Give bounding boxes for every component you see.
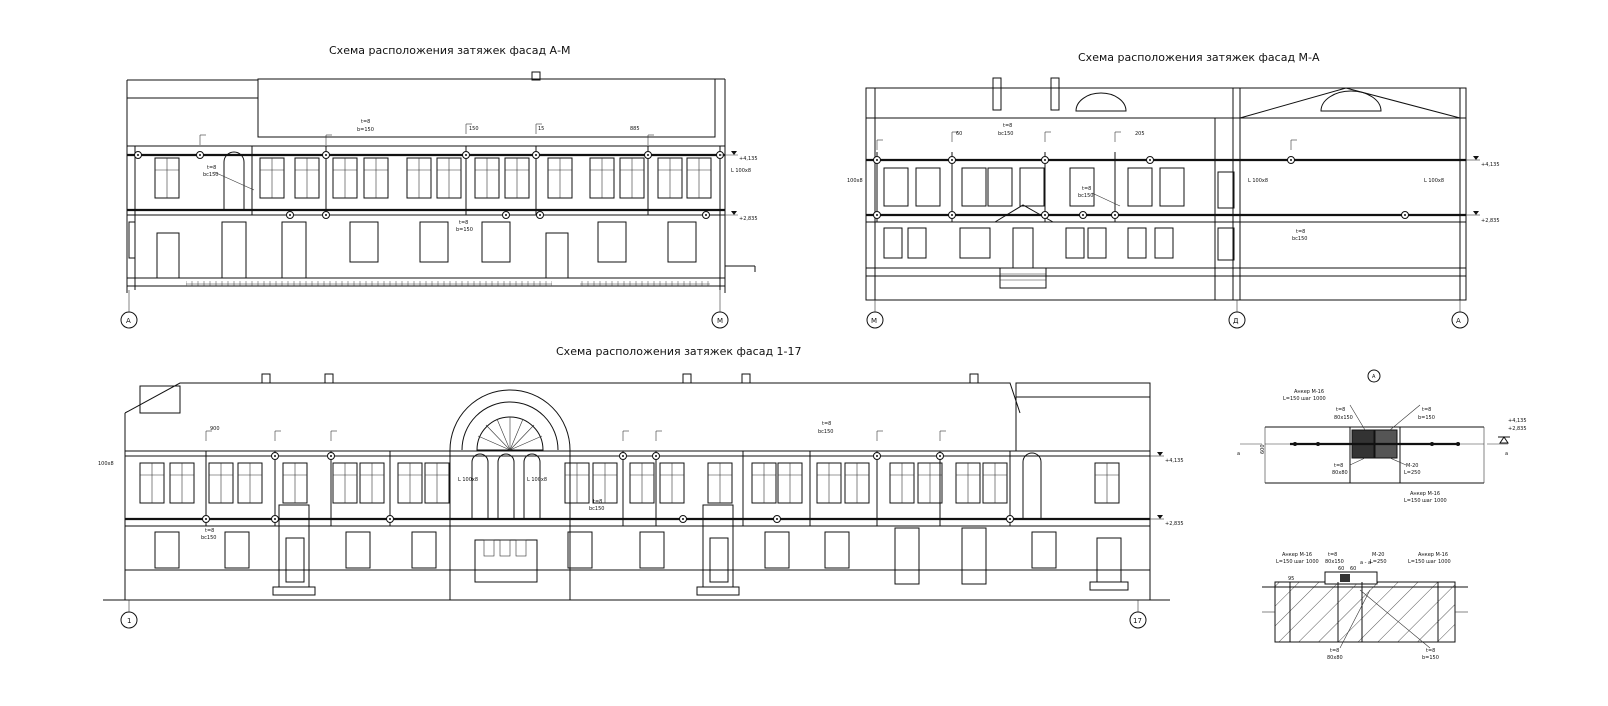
node-a-m20: М-20 (1406, 463, 1418, 469)
f117-axis-right: 17 (1133, 617, 1142, 625)
title-facade-ma: Схема расположения затяжек фасад М-А (1078, 51, 1320, 64)
node-a-t8-bot: t=8 (1334, 463, 1343, 469)
node-a-b150-r: b=150 (1418, 415, 1435, 421)
section-aa-t8: t=8 (1328, 552, 1337, 558)
section-aa-s80b: 80x80 (1327, 655, 1343, 661)
section-aa-d2: 60 (1350, 566, 1356, 572)
am-tag-t8-c: t=8 (459, 220, 468, 226)
am-tag-t8-a: t=8 (361, 119, 370, 125)
f117-level-upper: +4,135 (1165, 458, 1184, 464)
section-aa-l250: L=250 (1370, 559, 1387, 565)
node-a-d2: а (1505, 451, 1508, 457)
am-tag-b-c: b=150 (456, 227, 473, 233)
f117-tag-900: 900 (210, 426, 220, 432)
ma-level-upper: +4,135 (1481, 162, 1500, 168)
ma-tag-b-b: bc150 (1078, 193, 1093, 199)
ma-axis-mid: Д (1233, 317, 1239, 325)
am-tag-l100: L 100x8 (731, 168, 751, 174)
ma-tag-60: 60 (956, 131, 962, 137)
ma-tag-b: bc150 (998, 131, 1013, 137)
am-tag-150: 150 (469, 126, 479, 132)
node-a-s80b: 80x80 (1332, 470, 1348, 476)
section-aa-anchor-l: Анкер М-16 (1282, 552, 1312, 558)
f117-tag-b-a: bc150 (818, 429, 833, 435)
ma-tag-t8: t=8 (1003, 123, 1012, 129)
section-aa-d1: 60 (1338, 566, 1344, 572)
node-a-anchor-bot: Анкер М-16 (1410, 491, 1440, 497)
node-a-l250: L=250 (1404, 470, 1421, 476)
f117-tag-b-b: bc150 (589, 506, 604, 512)
am-tag-b-a: b=150 (357, 127, 374, 133)
section-aa-anchor-r: Анкер М-16 (1418, 552, 1448, 558)
node-a-anchor-bot-sub: L=150 шаг 1000 (1404, 498, 1447, 504)
am-tag-t8-b: t=8 (207, 165, 216, 171)
f117-axis-left: 1 (127, 617, 131, 625)
section-aa-detail: а - а Анкер М-16 L=150 шаг 1000 t=8 80x1… (1262, 552, 1468, 661)
node-a-detail: А а а 600 Анкер М-16 L=150 шаг 1000 t=8 … (1237, 369, 1527, 504)
section-aa-title: а - а (1360, 560, 1371, 566)
am-tag-15: 15 (538, 126, 544, 132)
node-a-s80: 80x150 (1334, 415, 1353, 421)
f117-tag-t8-c: t=8 (205, 528, 214, 534)
section-aa-m20: М-20 (1372, 552, 1384, 558)
section-aa-anchor-r-sub: L=150 шаг 1000 (1408, 559, 1451, 565)
ma-tag-b-c: bc150 (1292, 236, 1307, 242)
f117-tag-l100b: L 100x8 (527, 477, 547, 483)
node-a-anchor-top: Анкер М-16 (1294, 389, 1324, 395)
ma-tag-205: 205 (1135, 131, 1145, 137)
am-axis-left: А (126, 317, 131, 325)
am-tag-885: 885 (630, 126, 640, 132)
node-a-d: а (1237, 451, 1240, 457)
section-aa-s80: 80x150 (1325, 559, 1344, 565)
node-a-title: А (1372, 374, 1376, 380)
ma-tag-t8-b: t=8 (1082, 186, 1091, 192)
f117-tag-l100a: L 100x8 (458, 477, 478, 483)
section-aa-anchor-l-sub: L=150 шаг 1000 (1276, 559, 1319, 565)
f117-tag-100s: 100x8 (98, 461, 114, 467)
facade-ma: t=8 bc150 60 205 L 100x8 L 100x8 100x8 t… (847, 77, 1500, 329)
section-aa-t8c: t=8 (1426, 648, 1435, 654)
ma-tag-l100b: L 100x8 (1424, 178, 1444, 184)
am-tag-b-b: bc150 (203, 172, 218, 178)
f117-tag-t8-b: t=8 (593, 499, 602, 505)
am-level-lower: +2,835 (739, 216, 758, 222)
am-level-upper: +4,135 (739, 156, 758, 162)
node-a-anchor-top-sub: L=150 шаг 1000 (1283, 396, 1326, 402)
f117-tag-b-c: bc150 (201, 535, 216, 541)
ma-tag-100s: 100x8 (847, 178, 863, 184)
node-a-lvl1: +4,135 (1508, 418, 1527, 424)
f117-tag-t8-a: t=8 (822, 421, 831, 427)
node-a-t8-r: t=8 (1422, 407, 1431, 413)
ma-axis-right: А (1456, 317, 1461, 325)
section-aa-b150: b=150 (1422, 655, 1439, 661)
title-facade-am: Схема расположения затяжек фасад А-М (329, 44, 571, 57)
facade-am: t=8 b=150 150 15 885 t=8 bc150 L 100x8 t… (120, 71, 758, 329)
ma-tag-t8-c: t=8 (1296, 229, 1305, 235)
section-aa-t8b: t=8 (1330, 648, 1339, 654)
ma-axis-left: М (871, 317, 877, 325)
facade-117: 900 t=8 bc150 100x8 L 100x8 L 100x8 t=8 … (98, 373, 1184, 629)
node-a-dim: 600 (1260, 444, 1266, 454)
node-a-t8-top: t=8 (1336, 407, 1345, 413)
am-axis-right: М (717, 317, 723, 325)
ma-level-lower: +2,835 (1481, 218, 1500, 224)
node-a-lvl2: +2,835 (1508, 426, 1527, 432)
section-aa-d3: 95 (1288, 576, 1294, 582)
f117-level-lower: +2,835 (1165, 521, 1184, 527)
title-facade-117: Схема расположения затяжек фасад 1-17 (556, 345, 802, 358)
ma-tag-l100a: L 100x8 (1248, 178, 1268, 184)
